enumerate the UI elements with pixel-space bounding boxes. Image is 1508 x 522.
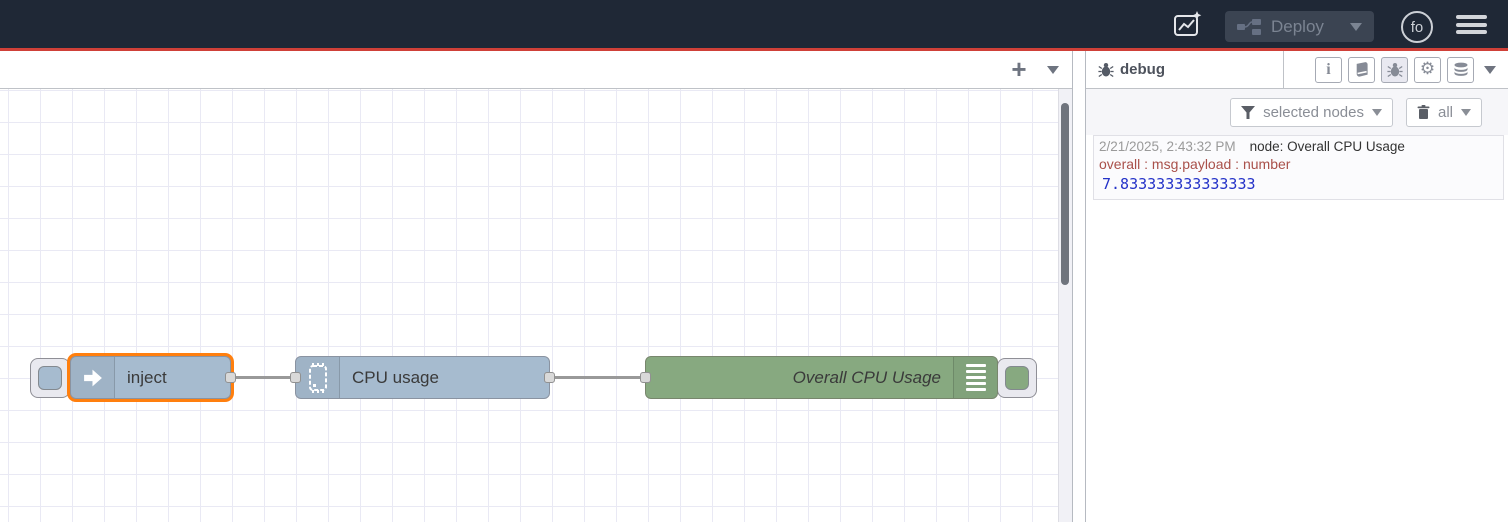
menu-bar-icon	[1456, 22, 1487, 27]
bug-icon	[1098, 62, 1114, 78]
node-overall-cpu-usage[interactable]: Overall CPU Usage	[645, 356, 998, 399]
debug-list-icon	[953, 357, 997, 398]
debug-toggle-face	[1005, 366, 1029, 390]
sidebar-icon-buttons: i	[1284, 51, 1508, 88]
tab-debug-label: debug	[1120, 61, 1165, 78]
deploy-button-label: Deploy	[1271, 16, 1324, 36]
debug-message-node: node: Overall CPU Usage	[1249, 139, 1405, 154]
wire-inject-to-cpu[interactable]	[236, 376, 295, 379]
clear-caret-icon	[1461, 108, 1471, 116]
main-menu-button[interactable]	[1456, 15, 1487, 34]
node-cpu-usage[interactable]: CPU usage	[295, 356, 550, 399]
filter-funnel-icon	[1241, 105, 1256, 119]
menu-bar-icon	[1456, 15, 1487, 19]
debug-message[interactable]: 2/21/2025, 2:43:32 PM node: Overall CPU …	[1093, 135, 1504, 200]
flow-canvas[interactable]: inject CPU usage	[0, 89, 1072, 522]
gear-icon: ⚙	[1419, 59, 1436, 79]
header-accent-line	[0, 48, 1508, 51]
flow-tab-bar: +	[0, 51, 1072, 89]
node-label: inject	[127, 367, 167, 387]
node-inject[interactable]: inject	[70, 356, 231, 399]
user-avatar[interactable]: fo	[1401, 11, 1433, 43]
filter-caret-icon	[1371, 108, 1382, 116]
cpu-input-port[interactable]	[290, 372, 301, 383]
cpu-chip-icon	[296, 357, 340, 398]
inject-trigger-button[interactable]	[30, 358, 70, 398]
debug-clear-label: all	[1437, 103, 1453, 121]
flow-sparkle-icon	[1172, 9, 1204, 41]
node-label: CPU usage	[352, 367, 439, 387]
deploy-button[interactable]: Deploy	[1225, 11, 1374, 42]
config-nodes-tab-button[interactable]: ⚙	[1414, 56, 1441, 83]
debug-toggle-button[interactable]	[997, 358, 1037, 398]
debug-clear-button[interactable]: all	[1405, 97, 1482, 127]
debug-filter-button[interactable]: selected nodes	[1230, 97, 1393, 127]
database-icon	[1453, 62, 1469, 78]
book-icon	[1354, 61, 1370, 78]
inject-output-port[interactable]	[225, 372, 236, 383]
debug-toolbar: selected nodes all	[1086, 89, 1508, 135]
debug-filter-label: selected nodes	[1263, 103, 1364, 121]
debug-message-property[interactable]: overall : msg.payload : number	[1099, 156, 1291, 172]
user-avatar-initials: fo	[1410, 18, 1424, 36]
deploy-dropdown-caret[interactable]	[1350, 22, 1362, 31]
header-bar: Deploy fo	[0, 0, 1508, 48]
menu-bar-icon	[1456, 30, 1487, 34]
debug-tab-button[interactable]	[1381, 56, 1408, 83]
context-data-tab-button[interactable]	[1447, 56, 1474, 83]
help-tab-button[interactable]	[1348, 56, 1375, 83]
info-tab-button[interactable]: i	[1315, 56, 1342, 83]
wire-cpu-to-debug[interactable]	[555, 376, 645, 379]
flow-assistant-button[interactable]	[1170, 7, 1206, 43]
canvas-vertical-scrollbar[interactable]	[1058, 89, 1072, 522]
debug-message-value[interactable]: 7.833333333333333	[1102, 175, 1256, 193]
tab-debug[interactable]: debug	[1086, 51, 1284, 88]
debug-message-timestamp: 2/21/2025, 2:43:32 PM	[1099, 139, 1236, 154]
trash-icon	[1417, 105, 1430, 119]
inject-trigger-face	[38, 366, 62, 390]
debug-message-list[interactable]: 2/21/2025, 2:43:32 PM node: Overall CPU …	[1086, 135, 1508, 522]
canvas-scrollbar-thumb[interactable]	[1061, 103, 1069, 285]
inject-arrow-icon	[71, 357, 115, 398]
sidebar-tab-bar: debug i	[1086, 51, 1508, 89]
sidebar-options-caret[interactable]	[1484, 65, 1496, 74]
debug-sidebar: debug i	[1085, 51, 1508, 522]
add-flow-button[interactable]: +	[1011, 53, 1027, 84]
workspace: + inject	[0, 51, 1073, 522]
info-icon: i	[1326, 60, 1331, 78]
debug-message-meta: 2/21/2025, 2:43:32 PM node: Overall CPU …	[1099, 139, 1498, 154]
flow-list-caret[interactable]	[1042, 59, 1064, 81]
bug-icon	[1386, 62, 1403, 78]
debug-input-port[interactable]	[640, 372, 651, 383]
deploy-nodes-icon	[1237, 18, 1261, 35]
node-label: Overall CPU Usage	[792, 367, 941, 387]
cpu-output-port[interactable]	[544, 372, 555, 383]
